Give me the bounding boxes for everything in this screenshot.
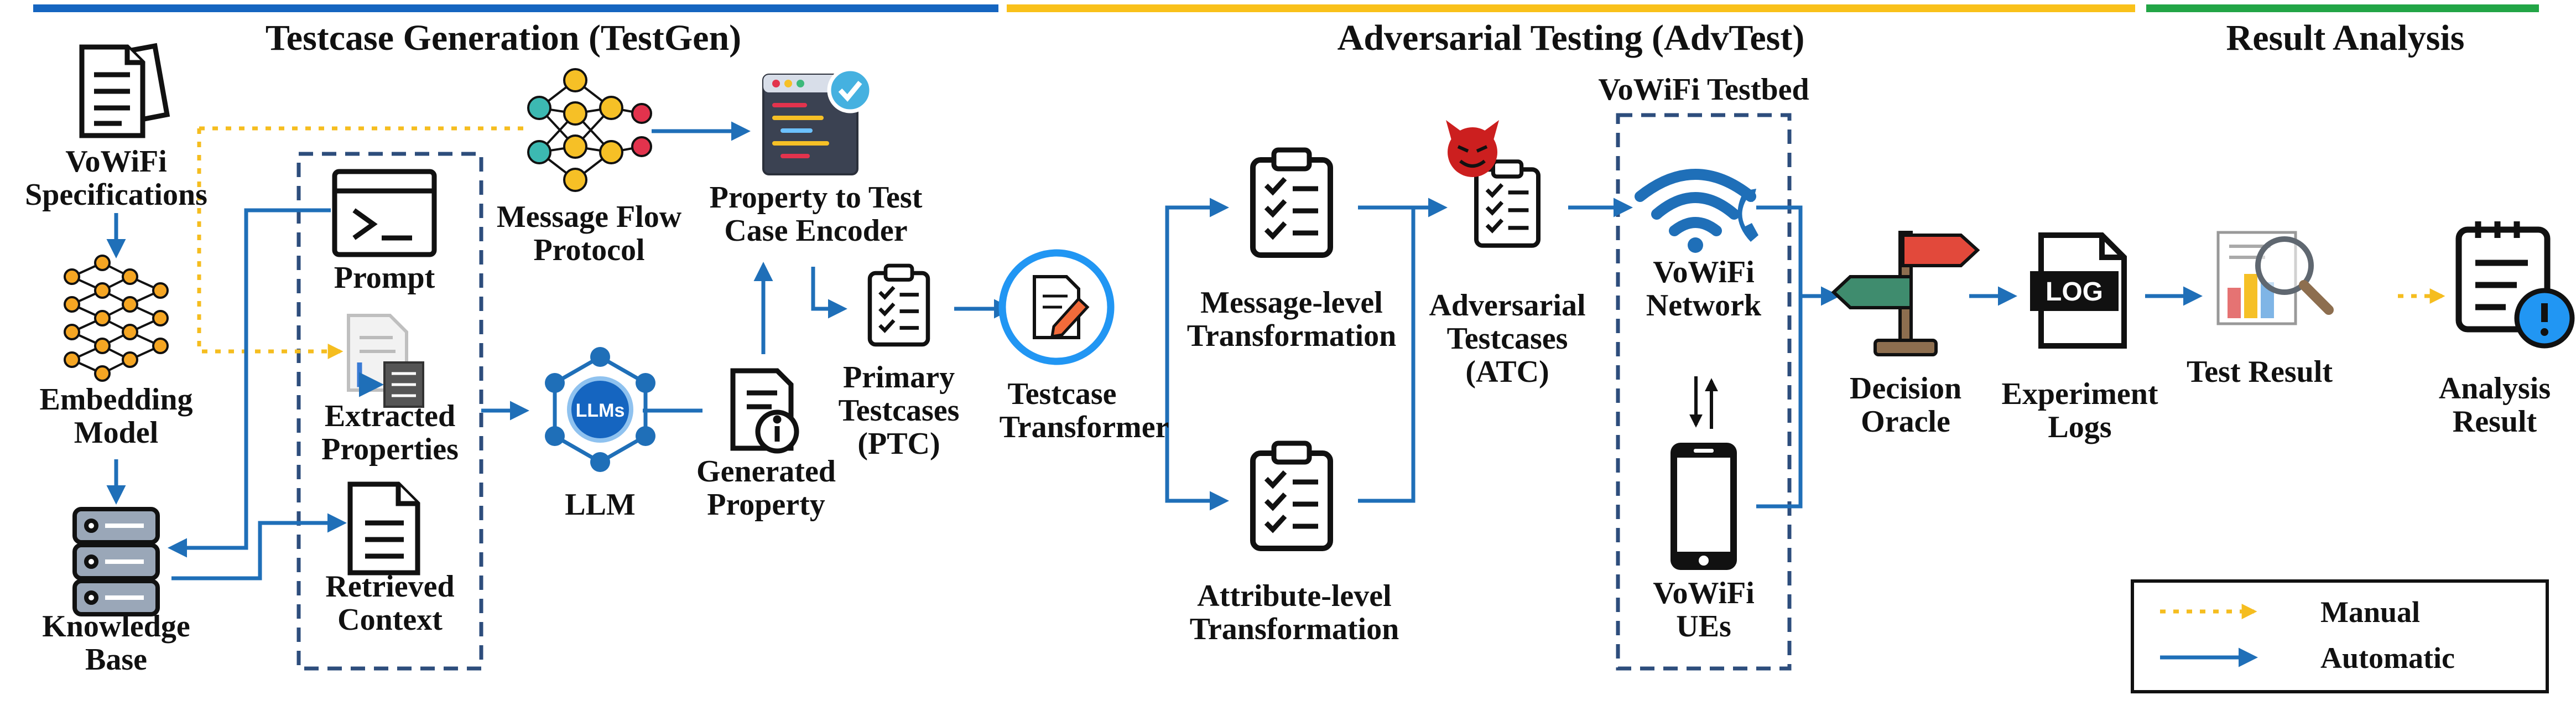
label-testbed: VoWiFi Testbed bbox=[1598, 72, 1809, 107]
primary-testcase-clipboard-icon bbox=[870, 266, 928, 345]
llm-network-icon: LLMs bbox=[545, 347, 655, 472]
smartphone-icon bbox=[1671, 443, 1737, 570]
protocol-network-icon bbox=[527, 68, 652, 192]
legend-manual: Manual bbox=[2320, 595, 2420, 629]
info-document-icon bbox=[730, 368, 799, 454]
section-bar-advtest bbox=[1007, 4, 2135, 12]
database-icon bbox=[72, 507, 160, 616]
llm-badge: LLMs bbox=[576, 400, 625, 421]
section-bar-testgen bbox=[33, 4, 998, 12]
signpost-icon bbox=[1831, 231, 1980, 356]
devil-icon bbox=[1446, 120, 1499, 177]
section-title-testgen: Testcase Generation (TestGen) bbox=[266, 18, 741, 58]
documents-icon bbox=[79, 43, 170, 138]
result-chart-icon bbox=[2216, 231, 2334, 325]
log-badge: LOG bbox=[2046, 277, 2103, 307]
section-title-advtest: Adversarial Testing (AdvTest) bbox=[1338, 18, 1805, 58]
code-window-icon bbox=[762, 67, 873, 175]
wifi-icon bbox=[1635, 169, 1758, 253]
label-test-result: Test Result bbox=[2187, 355, 2333, 389]
label-prompt: Prompt bbox=[334, 261, 435, 295]
adversarial-clipboard-icon bbox=[1476, 162, 1538, 246]
document-icon bbox=[347, 481, 420, 576]
neural-network-icon bbox=[64, 255, 169, 382]
message-level-clipboard-icon bbox=[1253, 150, 1330, 255]
log-file-icon: LOG bbox=[2030, 232, 2127, 349]
legend: Manual Automatic bbox=[2131, 579, 2549, 693]
analysis-alert-icon bbox=[2455, 221, 2575, 349]
connectors bbox=[106, 121, 2445, 580]
section-bar-result bbox=[2146, 4, 2539, 12]
attribute-level-clipboard-icon bbox=[1253, 443, 1330, 548]
legend-automatic: Automatic bbox=[2320, 641, 2455, 675]
extracted-document-icon bbox=[347, 314, 424, 408]
bidirectional-arrow bbox=[1689, 376, 1718, 429]
testbed-group-box bbox=[1616, 113, 1792, 671]
terminal-icon bbox=[332, 169, 437, 257]
section-title-result: Result Analysis bbox=[2226, 18, 2465, 58]
label-llm: LLM bbox=[565, 488, 636, 522]
transformer-icon bbox=[998, 249, 1115, 365]
